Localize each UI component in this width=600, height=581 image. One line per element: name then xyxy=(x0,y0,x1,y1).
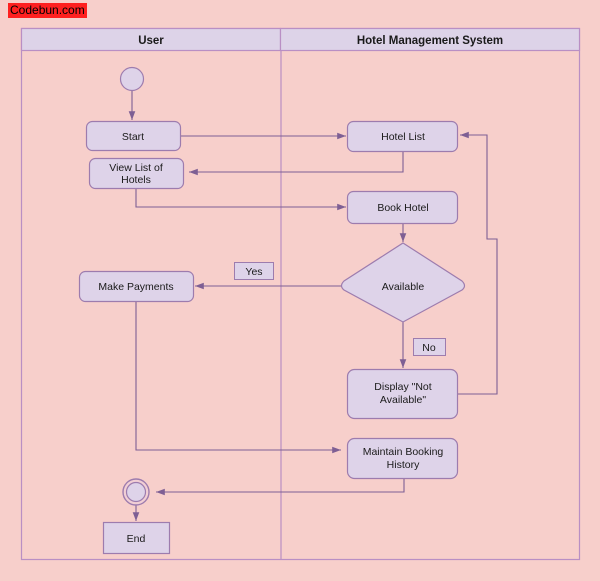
edge-label-yes: Yes xyxy=(234,262,274,280)
final-node-inner-disc xyxy=(125,481,147,503)
node-final[interactable] xyxy=(122,478,150,506)
swimlane-header-system xyxy=(279,27,581,52)
edge-layer xyxy=(128,91,498,521)
display-not-available-label-line1: Display "Not xyxy=(374,381,431,393)
watermark-codebun: Codebun.com xyxy=(8,3,87,18)
edge-display-to-hotel-list-loop xyxy=(458,131,498,395)
node-initial[interactable] xyxy=(119,66,145,92)
make-payments-box xyxy=(78,270,195,303)
maintain-history-box xyxy=(346,437,459,480)
initial-node-icon xyxy=(119,66,145,92)
start-label: Start xyxy=(122,131,144,143)
edge-hotel-list-to-view-list xyxy=(189,152,404,176)
view-list-label-line2: Hotels xyxy=(121,174,151,186)
node-available-decision[interactable]: Available xyxy=(340,242,466,323)
display-not-available-label-line2: Available" xyxy=(380,394,426,406)
node-display-not-available[interactable]: Display "Not Available" xyxy=(346,368,459,420)
yes-label-text: Yes xyxy=(245,266,262,278)
view-list-box xyxy=(88,157,185,190)
node-book-hotel[interactable]: Book Hotel xyxy=(346,190,459,225)
book-hotel-label: Book Hotel xyxy=(377,202,428,214)
node-maintain-booking-history[interactable]: Maintain Booking History xyxy=(346,437,459,480)
edge-maintain-history-to-final xyxy=(156,478,405,496)
edge-label-layer: Yes No xyxy=(234,262,446,356)
node-end[interactable]: End xyxy=(102,521,171,555)
hotel-list-box xyxy=(346,120,459,153)
start-box xyxy=(85,120,182,152)
edge-make-payments-to-maintain-history xyxy=(135,302,341,454)
view-list-label-line1: View List of xyxy=(109,162,163,174)
swimlane-title-system: Hotel Management System xyxy=(357,35,503,47)
maintain-history-label-line2: History xyxy=(387,459,420,471)
swimlane-title-user: User xyxy=(138,35,164,47)
edge-view-list-to-book-hotel xyxy=(135,188,346,211)
no-label-box xyxy=(413,338,446,356)
node-hotel-list[interactable]: Hotel List xyxy=(346,120,459,153)
node-view-list-of-hotels[interactable]: View List of Hotels xyxy=(88,157,185,190)
end-box xyxy=(102,521,171,555)
node-start[interactable]: Start xyxy=(85,120,182,152)
node-make-payments[interactable]: Make Payments xyxy=(78,270,195,303)
book-hotel-box xyxy=(346,190,459,225)
available-label: Available xyxy=(382,281,425,293)
yes-label-box xyxy=(234,262,274,280)
display-not-available-box xyxy=(346,368,459,420)
no-label-text: No xyxy=(422,342,436,354)
make-payments-label: Make Payments xyxy=(98,281,173,293)
available-diamond xyxy=(340,242,466,323)
edge-label-no: No xyxy=(413,338,446,356)
maintain-history-label-line1: Maintain Booking xyxy=(363,446,444,458)
hotel-list-label: Hotel List xyxy=(381,131,425,143)
swimlane-container: User Hotel Management System xyxy=(20,27,581,561)
end-label: End xyxy=(127,533,146,545)
